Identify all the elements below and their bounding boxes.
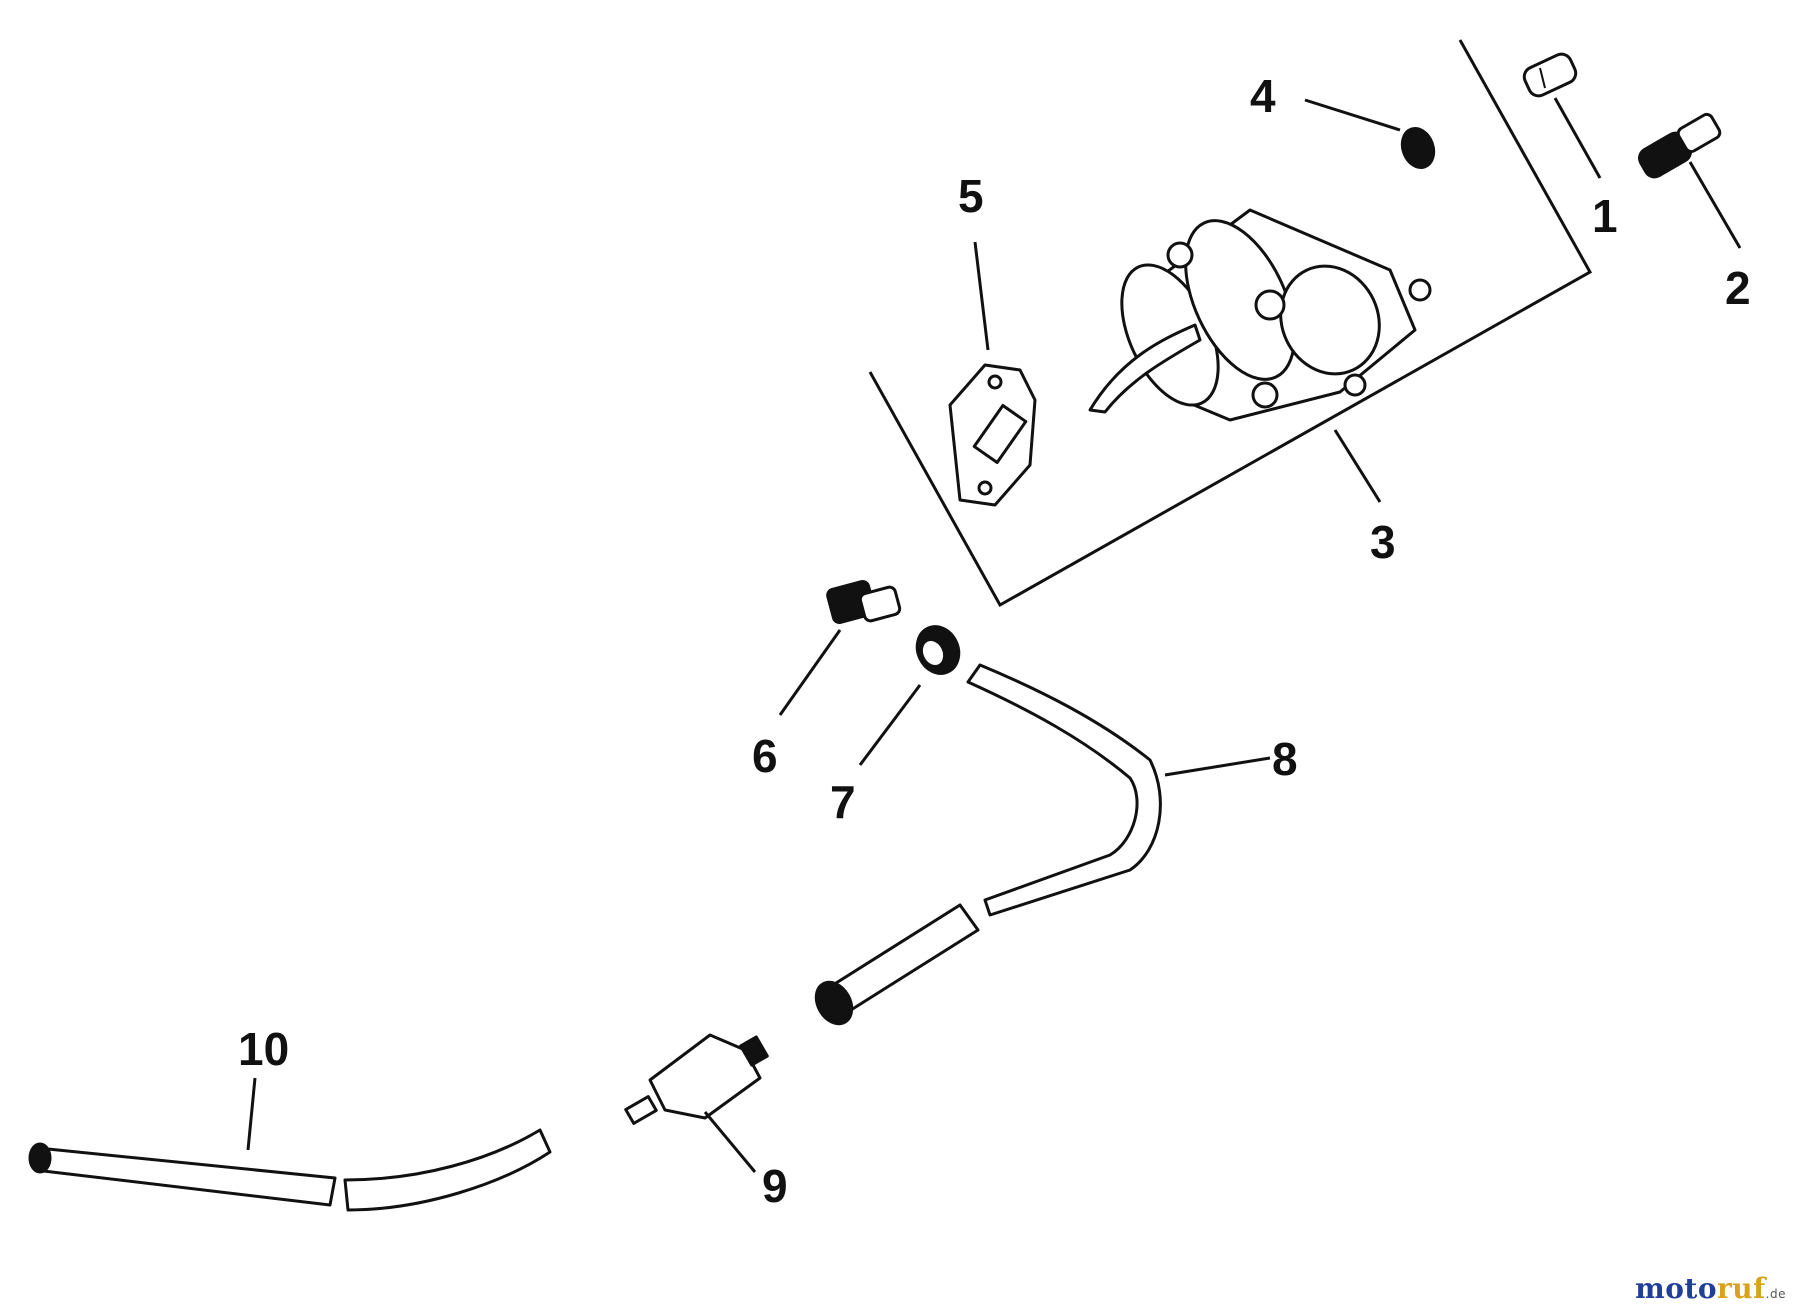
site-watermark: motoruf.de [1635, 1272, 1786, 1305]
callout-5: 5 [958, 170, 984, 222]
callout-9: 9 [762, 1160, 788, 1212]
callout-2: 2 [1725, 262, 1751, 314]
part-2-elbow-fitting [1638, 112, 1722, 179]
callout-4: 4 [1250, 70, 1276, 122]
leader-1 [1553, 97, 1602, 179]
callout-10: 10 [238, 1023, 289, 1075]
watermark-part-1: moto [1635, 1272, 1718, 1305]
part-8-fuel-hose [814, 663, 1162, 1026]
leader-4 [1304, 98, 1401, 132]
leader-5 [973, 241, 990, 351]
leader-10 [246, 1077, 257, 1151]
callout-8: 8 [1272, 733, 1298, 785]
assembly-bracket [868, 39, 1593, 608]
callout-7: 7 [830, 776, 856, 828]
leader-6 [778, 629, 842, 716]
part-10-hose [28, 1128, 552, 1212]
part-7-clamp [915, 625, 961, 675]
part-4-ball [1400, 127, 1436, 169]
callout-6: 6 [752, 730, 778, 782]
watermark-part-2: ruf [1717, 1272, 1766, 1305]
callout-3: 3 [1370, 516, 1396, 568]
part-1-fitting [1522, 52, 1578, 98]
part-6-elbow [826, 579, 902, 625]
watermark-suffix: .de [1765, 1287, 1786, 1301]
leader-8 [1164, 756, 1271, 777]
callout-1: 1 [1592, 190, 1618, 242]
leader-9 [703, 1111, 757, 1173]
part-5-gasket [948, 363, 1037, 507]
leader-7 [858, 684, 922, 766]
part-9-fuel-filter [624, 1033, 769, 1125]
leader-2 [1688, 161, 1742, 249]
leader-3 [1333, 429, 1382, 503]
part-3-fuel-pump [1088, 208, 1432, 422]
